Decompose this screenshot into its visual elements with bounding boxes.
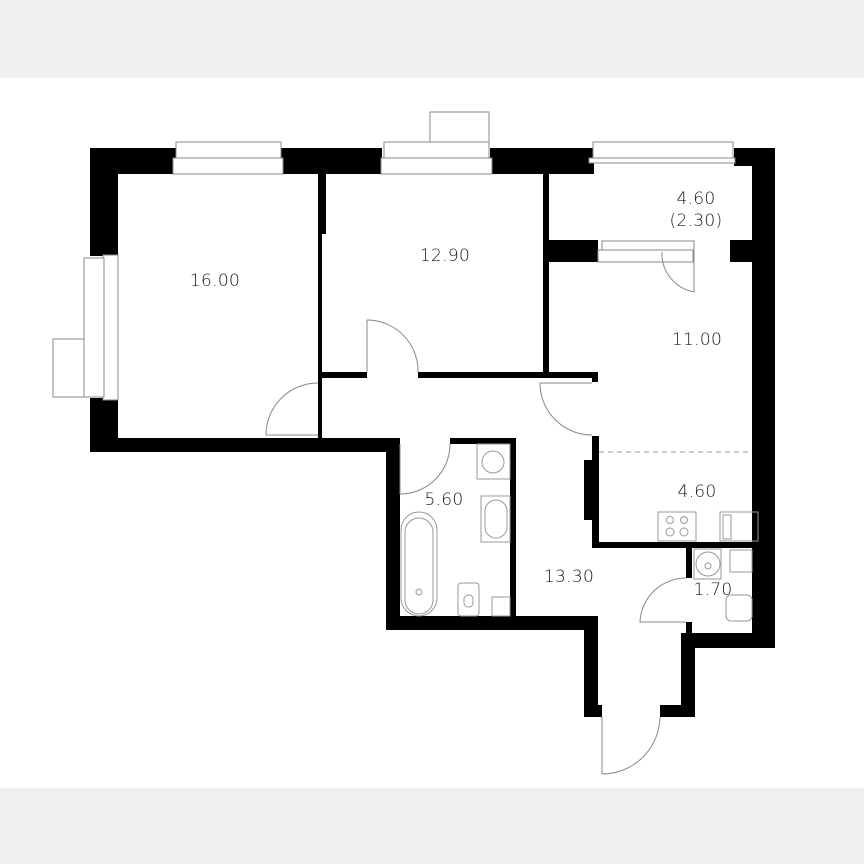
balcony-area-reduced: (2.30) xyxy=(669,211,723,231)
washing-machine-icon xyxy=(476,443,511,480)
toilet-sink-icon xyxy=(695,551,721,577)
room-label-bedroom-1: 16.00 xyxy=(189,271,241,291)
toilet-sink-cabinet xyxy=(693,548,722,580)
toilet-icon xyxy=(457,582,480,617)
doors xyxy=(265,250,695,775)
stove-icon xyxy=(657,511,697,542)
windows xyxy=(52,111,736,401)
sink-cabinet xyxy=(480,495,511,543)
toilet-bowl-icon xyxy=(725,594,753,622)
room-label-balcony: 4.60 (2.30) xyxy=(670,188,723,232)
room-label-hallway: 13.30 xyxy=(543,567,595,587)
kitchen-sink-icon xyxy=(719,511,759,542)
bathtub-icon xyxy=(400,511,438,617)
bathtub-drain-icon xyxy=(415,588,423,596)
washing-machine-drum-icon xyxy=(481,450,505,474)
room-label-bedroom-2: 12.90 xyxy=(419,246,471,266)
room-label-bathroom: 5.60 xyxy=(424,490,464,510)
room-label-toilet: 1.70 xyxy=(693,580,733,600)
balcony-area: 4.60 xyxy=(676,189,716,209)
room-label-kitchen: 4.60 xyxy=(677,482,717,502)
floor-plan-canvas xyxy=(0,78,864,788)
sink-icon xyxy=(484,499,508,539)
room-label-living-room: 11.00 xyxy=(671,330,723,350)
fixtures xyxy=(400,443,759,622)
walls xyxy=(90,148,775,717)
